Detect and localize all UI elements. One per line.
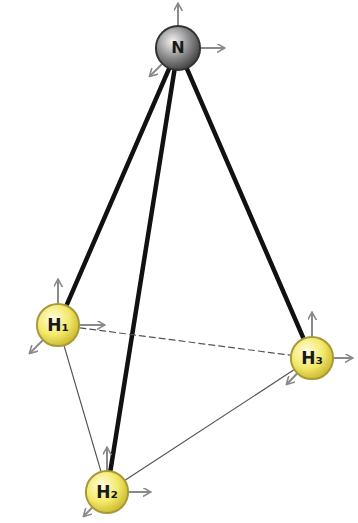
atom-sphere: H₂ — [85, 470, 129, 514]
atom-label: H₁ — [47, 317, 69, 334]
edge-line — [64, 346, 101, 471]
atom-sphere: H₃ — [290, 336, 334, 380]
atom-label: N — [171, 40, 184, 56]
atom-sphere: H₁ — [36, 303, 80, 347]
edge-line — [125, 370, 293, 480]
sphere-outline — [291, 337, 333, 379]
edge-line — [80, 328, 290, 355]
atom-label: H₃ — [301, 350, 323, 367]
bond-line — [110, 71, 174, 471]
sphere-outline — [37, 304, 79, 346]
atom-sphere: N — [155, 25, 201, 71]
bond-line — [187, 69, 303, 338]
sphere-outline — [156, 26, 200, 70]
sphere-outline — [86, 471, 128, 513]
atom-label: H₂ — [96, 484, 118, 501]
